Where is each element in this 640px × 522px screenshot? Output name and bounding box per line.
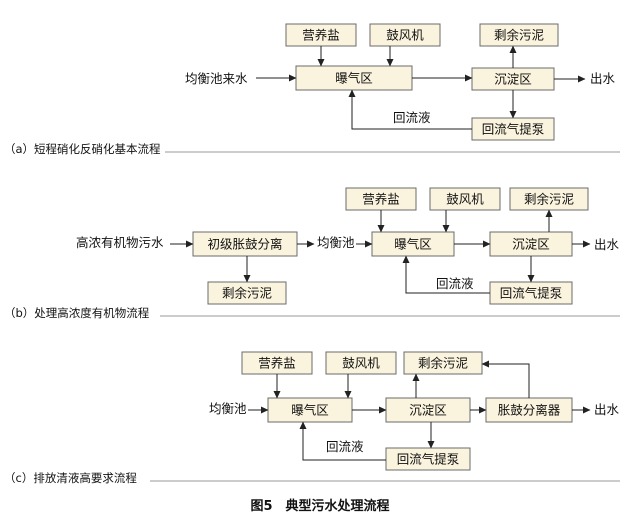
c-blower-label: 鼓风机 <box>342 356 380 371</box>
c-inflow-label: 均衡池 <box>209 401 247 416</box>
c-settling-box <box>385 397 471 423</box>
diagram-b: 营养盐 鼓风机 剩余污泥 高浓有机物污水 初级胀鼓分离 均衡池 曝气区 沉淀区 … <box>4 187 620 320</box>
a-settling-label: 沉淀区 <box>494 72 532 87</box>
c-outflow-label: 出水 <box>594 402 620 417</box>
figure-caption: 图5 典型污水处理流程 <box>250 498 389 514</box>
b-caption: （b）处理高浓度有机物流程 <box>4 306 150 320</box>
a-return-liquid-label: 回流液 <box>393 110 431 125</box>
diagram-c: 营养盐 鼓风机 剩余污泥 均衡池 曝气区 沉淀区 胀鼓分离器 出水 回流气提泵 … <box>4 351 620 485</box>
c-return-line <box>299 421 386 461</box>
c-blower-box <box>325 351 397 375</box>
a-return-line <box>348 89 472 130</box>
b-return-line <box>402 255 490 294</box>
b-blower-label: 鼓风机 <box>446 192 484 207</box>
c-airlift-pump-label: 回流气提泵 <box>397 452 460 467</box>
a-outflow-label: 出水 <box>590 71 616 86</box>
c-separator-label: 胀鼓分离器 <box>498 403 561 418</box>
b-sludge-bottom-label: 剩余污泥 <box>222 286 272 301</box>
b-return-liquid-label: 回流液 <box>436 276 474 291</box>
c-aeration-box <box>267 397 353 423</box>
b-equalization-label: 均衡池 <box>317 235 355 250</box>
c-nutrient-label: 营养盐 <box>258 356 296 371</box>
a-caption: （a）短程硝化反硝化基本流程 <box>4 142 161 156</box>
b-settling-label: 沉淀区 <box>512 237 550 252</box>
b-sludge-top-label: 剩余污泥 <box>524 192 574 207</box>
c-settling-label: 沉淀区 <box>409 403 447 418</box>
c-sludge-label: 剩余污泥 <box>418 356 468 371</box>
a-aeration-label: 曝气区 <box>335 71 373 86</box>
b-airlift-pump-label: 回流气提泵 <box>500 286 563 301</box>
c-return-liquid-label: 回流液 <box>326 439 364 454</box>
c-separator-sludge-line <box>481 360 530 398</box>
b-primary-separator-label: 初级胀鼓分离 <box>207 237 282 252</box>
a-nutrient-label: 营养盐 <box>302 28 340 43</box>
b-blower-box <box>429 187 501 211</box>
a-airlift-pump-label: 回流气提泵 <box>482 122 545 137</box>
a-inflow-label: 均衡池来水 <box>185 71 248 86</box>
b-aeration-label: 曝气区 <box>394 237 432 252</box>
diagram-a: 营养盐 鼓风机 剩余污泥 均衡池来水 曝气区 沉淀区 出水 回流气提泵 回流液 … <box>4 23 620 156</box>
b-nutrient-label: 营养盐 <box>362 192 400 207</box>
b-outflow-label: 出水 <box>594 237 620 252</box>
a-sludge-box <box>479 23 559 47</box>
c-caption: （c）排放清液高要求流程 <box>4 471 137 485</box>
a-blower-label: 鼓风机 <box>386 28 424 43</box>
a-sludge-label: 剩余污泥 <box>494 28 544 43</box>
b-inflow-label: 高浓有机物污水 <box>76 235 164 250</box>
c-separator-box <box>485 397 573 423</box>
c-aeration-label: 曝气区 <box>291 403 329 418</box>
a-blower-box <box>369 23 441 47</box>
